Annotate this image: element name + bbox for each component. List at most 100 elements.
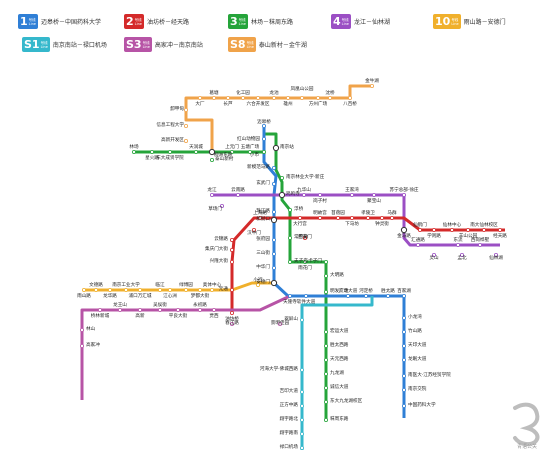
station-label[interactable]: 集庆门大街: [205, 245, 228, 252]
station-label[interactable]: 东大成贤学院: [156, 154, 184, 161]
station-marker[interactable]: [401, 343, 406, 348]
station-marker[interactable]: [345, 293, 350, 298]
station-label[interactable]: 吴侯街: [153, 301, 167, 308]
station-label[interactable]: 六合开发区: [247, 100, 270, 107]
station-marker[interactable]: [183, 124, 188, 129]
station-label[interactable]: 小行: [253, 276, 263, 283]
station-label[interactable]: 新模范马路: [247, 163, 270, 170]
station-label[interactable]: 九华山: [297, 186, 311, 193]
station-marker[interactable]: [261, 124, 266, 129]
station-marker[interactable]: [299, 389, 304, 394]
station-label[interactable]: 八百桥: [343, 100, 357, 107]
station-label[interactable]: 绿博园: [179, 281, 193, 288]
station-marker[interactable]: [465, 227, 470, 232]
station-marker[interactable]: [449, 227, 454, 232]
station-marker[interactable]: [299, 445, 304, 450]
station-marker[interactable]: [255, 96, 260, 101]
station-label[interactable]: 钟灵街: [375, 220, 389, 227]
station-marker[interactable]: [167, 149, 172, 154]
station-marker[interactable]: [389, 215, 394, 220]
station-marker[interactable]: [209, 157, 214, 162]
station-marker[interactable]: [327, 96, 332, 101]
station-marker[interactable]: [417, 227, 422, 232]
station-marker[interactable]: [209, 287, 214, 292]
station-marker[interactable]: [229, 310, 234, 315]
station-marker[interactable]: [415, 242, 420, 247]
station-marker[interactable]: [211, 307, 216, 312]
station-marker[interactable]: [401, 192, 406, 197]
station-marker[interactable]: [80, 343, 85, 348]
station-marker[interactable]: [401, 329, 406, 334]
station-label[interactable]: 胜太西路: [330, 341, 349, 348]
station-label[interactable]: 九龙湖: [330, 369, 344, 376]
station-marker[interactable]: [271, 237, 276, 242]
station-label[interactable]: 凤凰山公园: [291, 85, 314, 92]
station-label[interactable]: 卡子门: [308, 257, 322, 264]
station-label[interactable]: 王家湾: [345, 186, 359, 193]
station-label[interactable]: 桥林新城: [91, 312, 110, 319]
station-marker[interactable]: [303, 293, 308, 298]
station-label[interactable]: 大厂: [195, 100, 205, 107]
station-label[interactable]: 贾西: [209, 313, 219, 319]
station-label[interactable]: 浮桥: [294, 205, 304, 212]
station-marker[interactable]: [80, 327, 85, 332]
station-marker[interactable]: [271, 209, 276, 214]
station-marker[interactable]: [167, 287, 172, 292]
station-label[interactable]: 星火路: [145, 154, 159, 161]
station-label[interactable]: 平良大街: [169, 312, 188, 319]
station-label[interactable]: 中国药科大学: [408, 401, 436, 408]
station-label[interactable]: 高家冲: [86, 341, 100, 348]
station-marker[interactable]: [401, 357, 406, 362]
station-label[interactable]: 仙林中心: [443, 221, 462, 228]
station-marker[interactable]: [287, 259, 292, 264]
station-label[interactable]: 大明路: [330, 271, 344, 278]
station-label[interactable]: 柳洲东路: [214, 151, 233, 158]
station-label[interactable]: 红山动物园: [237, 135, 260, 142]
station-marker[interactable]: [385, 293, 390, 298]
station-label[interactable]: 灵山: [429, 254, 439, 261]
station-marker[interactable]: [98, 307, 103, 312]
station-label[interactable]: 临江: [155, 281, 165, 288]
station-marker[interactable]: [401, 315, 406, 320]
station-marker[interactable]: [197, 96, 202, 101]
station-marker[interactable]: [317, 215, 322, 220]
station-marker[interactable]: [271, 251, 276, 256]
station-label[interactable]: 仙鹤门: [413, 221, 427, 228]
station-marker[interactable]: [401, 293, 406, 298]
station-label[interactable]: 羊山公园: [459, 232, 478, 239]
station-marker[interactable]: [299, 367, 304, 372]
station-label[interactable]: 新街口: [256, 215, 270, 222]
station-marker[interactable]: [493, 252, 498, 257]
station-marker[interactable]: [379, 215, 384, 220]
station-marker[interactable]: [157, 287, 162, 292]
station-marker[interactable]: [277, 321, 282, 326]
station-label[interactable]: 葛塘: [209, 89, 219, 96]
station-label[interactable]: 竹山路: [408, 327, 422, 334]
station-label[interactable]: 云锦路: [214, 235, 228, 242]
station-marker[interactable]: [401, 387, 406, 392]
station-label[interactable]: 南京交院: [408, 385, 427, 392]
station-label[interactable]: 卸甲甸: [170, 105, 184, 112]
station-label[interactable]: 方州广场: [309, 100, 328, 107]
station-label[interactable]: 南医大·江苏经贸学院: [408, 371, 451, 378]
station-label[interactable]: 雄州: [283, 100, 293, 107]
station-label[interactable]: 宏运大道: [330, 327, 349, 334]
station-label[interactable]: 东流: [453, 236, 463, 243]
station-label[interactable]: 翔宇路北: [280, 415, 299, 422]
station-label[interactable]: 南京工业大学: [112, 281, 140, 288]
station-marker[interactable]: [175, 307, 180, 312]
station-label[interactable]: 下马坊: [345, 220, 359, 227]
station-label[interactable]: 河海大学·佛城西路: [260, 365, 299, 372]
transfer-station-marker[interactable]: [400, 226, 408, 234]
station-label[interactable]: 沈桥: [325, 89, 335, 96]
station-marker[interactable]: [335, 215, 340, 220]
station-label[interactable]: 经天路: [493, 232, 507, 239]
station-marker[interactable]: [108, 287, 113, 292]
station-marker[interactable]: [149, 149, 154, 154]
station-marker[interactable]: [229, 259, 234, 264]
station-label[interactable]: 正方中路: [280, 401, 299, 408]
station-label[interactable]: 金牛湖: [365, 77, 379, 84]
station-marker[interactable]: [369, 84, 374, 89]
station-label[interactable]: 上元门: [225, 143, 239, 150]
station-marker[interactable]: [297, 215, 302, 220]
